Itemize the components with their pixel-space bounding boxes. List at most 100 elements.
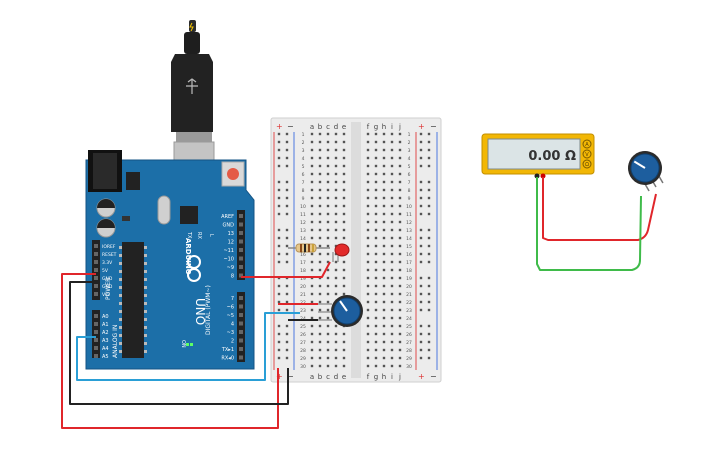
breadboard-hole[interactable] [382, 236, 386, 240]
breadboard-hole[interactable] [342, 204, 346, 208]
rail-hole[interactable] [419, 356, 423, 360]
breadboard-hole[interactable] [326, 236, 330, 240]
breadboard-hole[interactable] [342, 260, 346, 264]
breadboard-hole[interactable] [310, 172, 314, 176]
rail-hole[interactable] [427, 276, 431, 280]
breadboard-hole[interactable] [374, 204, 378, 208]
breadboard-hole[interactable] [342, 180, 346, 184]
breadboard-hole[interactable] [334, 356, 338, 360]
breadboard-hole[interactable] [310, 260, 314, 264]
rail-hole[interactable] [285, 132, 289, 136]
breadboard-hole[interactable] [398, 268, 402, 272]
breadboard-hole[interactable] [334, 260, 338, 264]
wire-red-pin9[interactable] [241, 261, 331, 278]
rail-hole[interactable] [277, 308, 281, 312]
breadboard-hole[interactable] [318, 188, 322, 192]
rail-hole[interactable] [427, 196, 431, 200]
breadboard-hole[interactable] [334, 228, 338, 232]
breadboard-hole[interactable] [366, 324, 370, 328]
power-pin-socket[interactable] [94, 292, 98, 296]
breadboard-hole[interactable] [318, 212, 322, 216]
rail-hole[interactable] [285, 148, 289, 152]
digital-pin-socket[interactable] [239, 347, 243, 351]
breadboard-hole[interactable] [374, 260, 378, 264]
rail-hole[interactable] [419, 276, 423, 280]
breadboard-hole[interactable] [366, 284, 370, 288]
breadboard-hole[interactable] [390, 188, 394, 192]
breadboard-hole[interactable] [382, 292, 386, 296]
breadboard-hole[interactable] [366, 220, 370, 224]
breadboard-hole[interactable] [390, 220, 394, 224]
breadboard-hole[interactable] [342, 340, 346, 344]
rail-hole[interactable] [277, 228, 281, 232]
breadboard-hole[interactable] [382, 348, 386, 352]
rail-hole[interactable] [419, 244, 423, 248]
rail-hole[interactable] [427, 348, 431, 352]
breadboard-hole[interactable] [326, 172, 330, 176]
breadboard-hole[interactable] [342, 172, 346, 176]
breadboard-hole[interactable] [366, 260, 370, 264]
breadboard-hole[interactable] [342, 268, 346, 272]
rail-hole[interactable] [427, 132, 431, 136]
rail-hole[interactable] [277, 292, 281, 296]
breadboard-hole[interactable] [398, 156, 402, 160]
breadboard-hole[interactable] [382, 204, 386, 208]
rail-hole[interactable] [277, 284, 281, 288]
breadboard-hole[interactable] [382, 148, 386, 152]
breadboard-hole[interactable] [398, 172, 402, 176]
breadboard-hole[interactable] [334, 188, 338, 192]
breadboard-hole[interactable] [318, 180, 322, 184]
breadboard-hole[interactable] [366, 308, 370, 312]
breadboard-hole[interactable] [310, 308, 314, 312]
breadboard-hole[interactable] [398, 132, 402, 136]
rail-hole[interactable] [419, 332, 423, 336]
breadboard-hole[interactable] [342, 148, 346, 152]
rail-hole[interactable] [285, 188, 289, 192]
rail-hole[interactable] [419, 252, 423, 256]
breadboard-hole[interactable] [366, 340, 370, 344]
breadboard-hole[interactable] [326, 276, 330, 280]
breadboard-hole[interactable] [334, 196, 338, 200]
breadboard-hole[interactable] [382, 324, 386, 328]
breadboard-hole[interactable] [334, 268, 338, 272]
rail-hole[interactable] [285, 252, 289, 256]
breadboard-hole[interactable] [398, 212, 402, 216]
rail-hole[interactable] [419, 260, 423, 264]
rail-hole[interactable] [419, 228, 423, 232]
breadboard-hole[interactable] [366, 148, 370, 152]
analog-pin-socket[interactable] [94, 314, 98, 318]
breadboard-hole[interactable] [398, 300, 402, 304]
rail-hole[interactable] [277, 188, 281, 192]
breadboard-hole[interactable] [310, 148, 314, 152]
digital-pin-socket[interactable] [239, 313, 243, 317]
breadboard-hole[interactable] [366, 364, 370, 368]
rail-hole[interactable] [277, 244, 281, 248]
digital-pin-socket[interactable] [239, 239, 243, 244]
breadboard-hole[interactable] [342, 348, 346, 352]
breadboard-hole[interactable] [334, 244, 338, 248]
rail-hole[interactable] [427, 252, 431, 256]
analog-pin-socket[interactable] [94, 354, 98, 358]
rail-hole[interactable] [285, 196, 289, 200]
breadboard-hole[interactable] [398, 316, 402, 320]
breadboard-hole[interactable] [334, 164, 338, 168]
breadboard-hole[interactable] [398, 204, 402, 208]
rail-hole[interactable] [419, 308, 423, 312]
rail-hole[interactable] [427, 300, 431, 304]
breadboard-hole[interactable] [310, 292, 314, 296]
power-pin-socket[interactable] [94, 268, 98, 272]
breadboard-hole[interactable] [398, 284, 402, 288]
breadboard-hole[interactable] [334, 340, 338, 344]
breadboard-hole[interactable] [326, 164, 330, 168]
breadboard-hole[interactable] [342, 364, 346, 368]
breadboard-hole[interactable] [382, 300, 386, 304]
breadboard-hole[interactable] [310, 188, 314, 192]
breadboard-hole[interactable] [390, 324, 394, 328]
breadboard-hole[interactable] [390, 284, 394, 288]
breadboard-hole[interactable] [382, 140, 386, 144]
breadboard-hole[interactable] [398, 364, 402, 368]
breadboard-hole[interactable] [382, 196, 386, 200]
rail-hole[interactable] [427, 212, 431, 216]
wire-red-5v[interactable] [61, 273, 279, 429]
rail-hole[interactable] [285, 164, 289, 168]
